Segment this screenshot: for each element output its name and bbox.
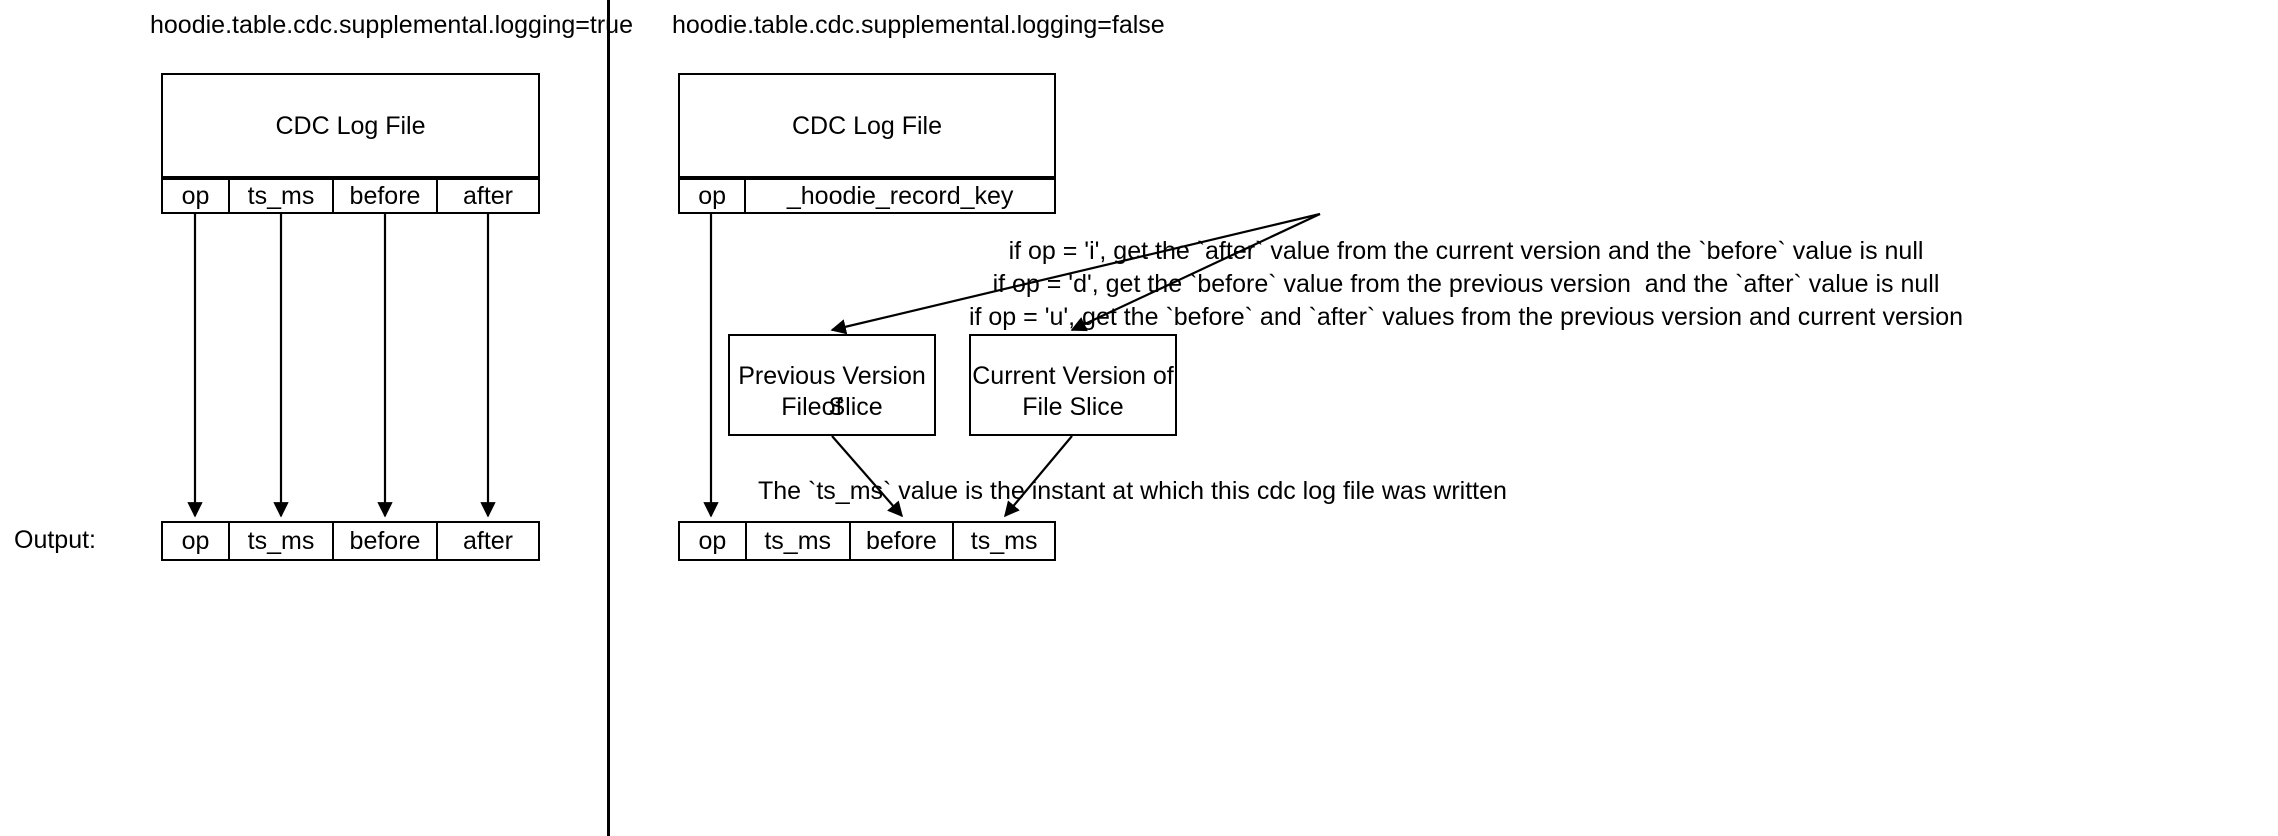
current-version-line-1: Current Version of bbox=[972, 362, 1174, 390]
left-output-cell-before: before bbox=[334, 523, 438, 559]
right-output-cell-before: before bbox=[850, 523, 955, 559]
left-output-cell-after: after bbox=[438, 523, 538, 559]
arrow-previous-version-to-before bbox=[831, 435, 904, 518]
left-output-label: Output: bbox=[14, 526, 96, 554]
rule-line-1: if op = 'i', get the `after` value from … bbox=[1008, 237, 1924, 265]
ts-ms-note: The `ts_ms` value is the instant at whic… bbox=[758, 477, 1507, 505]
right-schema-cell-hoodie-record-key: _hoodie_record_key bbox=[746, 180, 1054, 212]
right-schema-cell-op: op bbox=[680, 180, 747, 212]
right-output-cell-ts-ms-2: ts_ms bbox=[954, 523, 1054, 559]
left-cdc-log-file-label: CDC Log File bbox=[275, 112, 426, 140]
panel-divider bbox=[607, 0, 610, 836]
right-output-row: op ts_ms before ts_ms bbox=[678, 521, 1056, 561]
arrow-to-current-version bbox=[1070, 213, 1321, 332]
left-schema-cell-before: before bbox=[334, 180, 438, 212]
left-panel-title: hoodie.table.cdc.supplemental.logging=tr… bbox=[150, 11, 633, 39]
right-panel-title: hoodie.table.cdc.supplemental.logging=fa… bbox=[672, 11, 1165, 39]
left-schema-cell-after: after bbox=[438, 180, 538, 212]
current-version-line-2: File Slice bbox=[1022, 393, 1124, 421]
left-schema-cell-op: op bbox=[163, 180, 230, 212]
left-cdc-log-file-box: CDC Log File bbox=[161, 73, 540, 178]
previous-version-box: Previous Version of File Slice bbox=[728, 334, 936, 436]
left-schema-cell-ts-ms: ts_ms bbox=[230, 180, 334, 212]
left-cdc-schema-row: op ts_ms before after bbox=[161, 178, 540, 214]
right-output-cell-ts-ms: ts_ms bbox=[746, 523, 851, 559]
arrow-current-version-to-ts-ms bbox=[1004, 435, 1073, 518]
right-cdc-schema-row: op _hoodie_record_key bbox=[678, 178, 1056, 214]
left-output-cell-op: op bbox=[163, 523, 230, 559]
left-output-row: op ts_ms before after bbox=[161, 521, 540, 561]
arrow-to-previous-version bbox=[830, 212, 1321, 335]
current-version-box: Current Version of File Slice bbox=[969, 334, 1177, 436]
right-output-cell-op: op bbox=[680, 523, 747, 559]
previous-version-line-2: File Slice bbox=[781, 393, 883, 421]
right-cdc-log-file-label: CDC Log File bbox=[791, 112, 943, 140]
previous-version-line-1: Previous Version of bbox=[738, 362, 926, 421]
rule-line-3: if op = 'u', get the `before` and `after… bbox=[968, 303, 1964, 331]
left-output-cell-ts-ms: ts_ms bbox=[230, 523, 334, 559]
rule-line-2: if op = 'd', get the `before` value from… bbox=[992, 270, 1940, 298]
right-cdc-log-file-box: CDC Log File bbox=[678, 73, 1056, 178]
